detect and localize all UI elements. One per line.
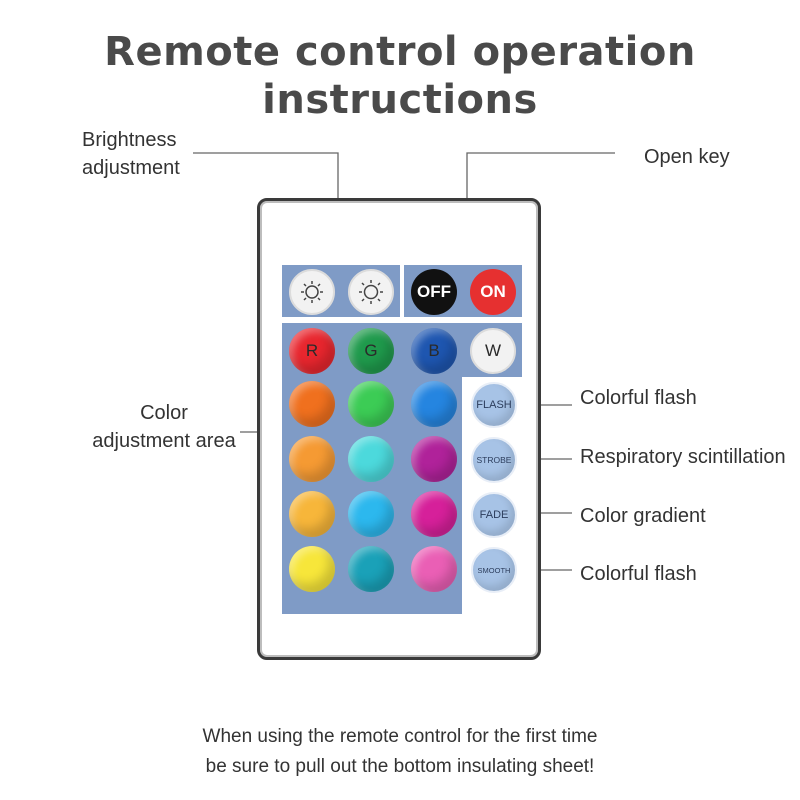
footer-note: When using the remote control for the fi… — [0, 722, 800, 782]
brightness-label: Brightness adjustment — [82, 126, 180, 182]
red-button[interactable]: R — [289, 328, 335, 374]
on-button[interactable]: ON — [470, 269, 516, 315]
remote-control: OFF ON R G B W FLASH STROBE FADE SMOOTH — [257, 198, 541, 660]
smooth-label: Colorful flash — [580, 563, 697, 585]
flash-button[interactable]: FLASH — [471, 382, 517, 428]
off-button[interactable]: OFF — [411, 269, 457, 315]
color-area-label-line-1: Color — [140, 402, 188, 424]
green-button[interactable]: G — [348, 328, 394, 374]
flash-label: Colorful flash — [580, 387, 697, 409]
brightness-label-line-1: Brightness — [82, 129, 177, 151]
color-button-sky-blue[interactable] — [411, 381, 457, 427]
color-button-light-blue[interactable] — [348, 491, 394, 537]
smooth-button[interactable]: SMOOTH — [471, 547, 517, 593]
brightness-up-button[interactable] — [348, 269, 394, 315]
open-key-label: Open key — [644, 146, 730, 168]
title-line-2: instructions — [262, 77, 538, 123]
color-button-cyan[interactable] — [348, 436, 394, 482]
color-area-label: Color adjustment area — [88, 399, 240, 455]
footer-line-2: be sure to pull out the bottom insulatin… — [205, 756, 595, 777]
strobe-button[interactable]: STROBE — [471, 437, 517, 483]
color-button-purple[interactable] — [411, 436, 457, 482]
color-button-yellow[interactable] — [289, 546, 335, 592]
white-button[interactable]: W — [470, 328, 516, 374]
fade-button[interactable]: FADE — [471, 492, 517, 538]
color-button-light-green[interactable] — [348, 381, 394, 427]
sun-large-icon — [359, 280, 383, 304]
color-area-label-line-2: adjustment area — [92, 430, 236, 452]
brightness-label-line-2: adjustment — [82, 157, 180, 179]
title-line-1: Remote control operation — [104, 29, 696, 75]
color-button-orange-red[interactable] — [289, 381, 335, 427]
color-button-orange[interactable] — [289, 436, 335, 482]
color-button-teal[interactable] — [348, 546, 394, 592]
strobe-label: Respiratory scintillation — [580, 446, 786, 468]
brightness-down-button[interactable] — [289, 269, 335, 315]
sun-small-icon — [301, 281, 323, 303]
blue-button[interactable]: B — [411, 328, 457, 374]
fade-label: Color gradient — [580, 505, 706, 527]
color-button-amber[interactable] — [289, 491, 335, 537]
color-button-magenta[interactable] — [411, 491, 457, 537]
color-button-pink[interactable] — [411, 546, 457, 592]
footer-line-1: When using the remote control for the fi… — [202, 726, 598, 747]
page-title: Remote control operation instructions — [0, 28, 800, 124]
